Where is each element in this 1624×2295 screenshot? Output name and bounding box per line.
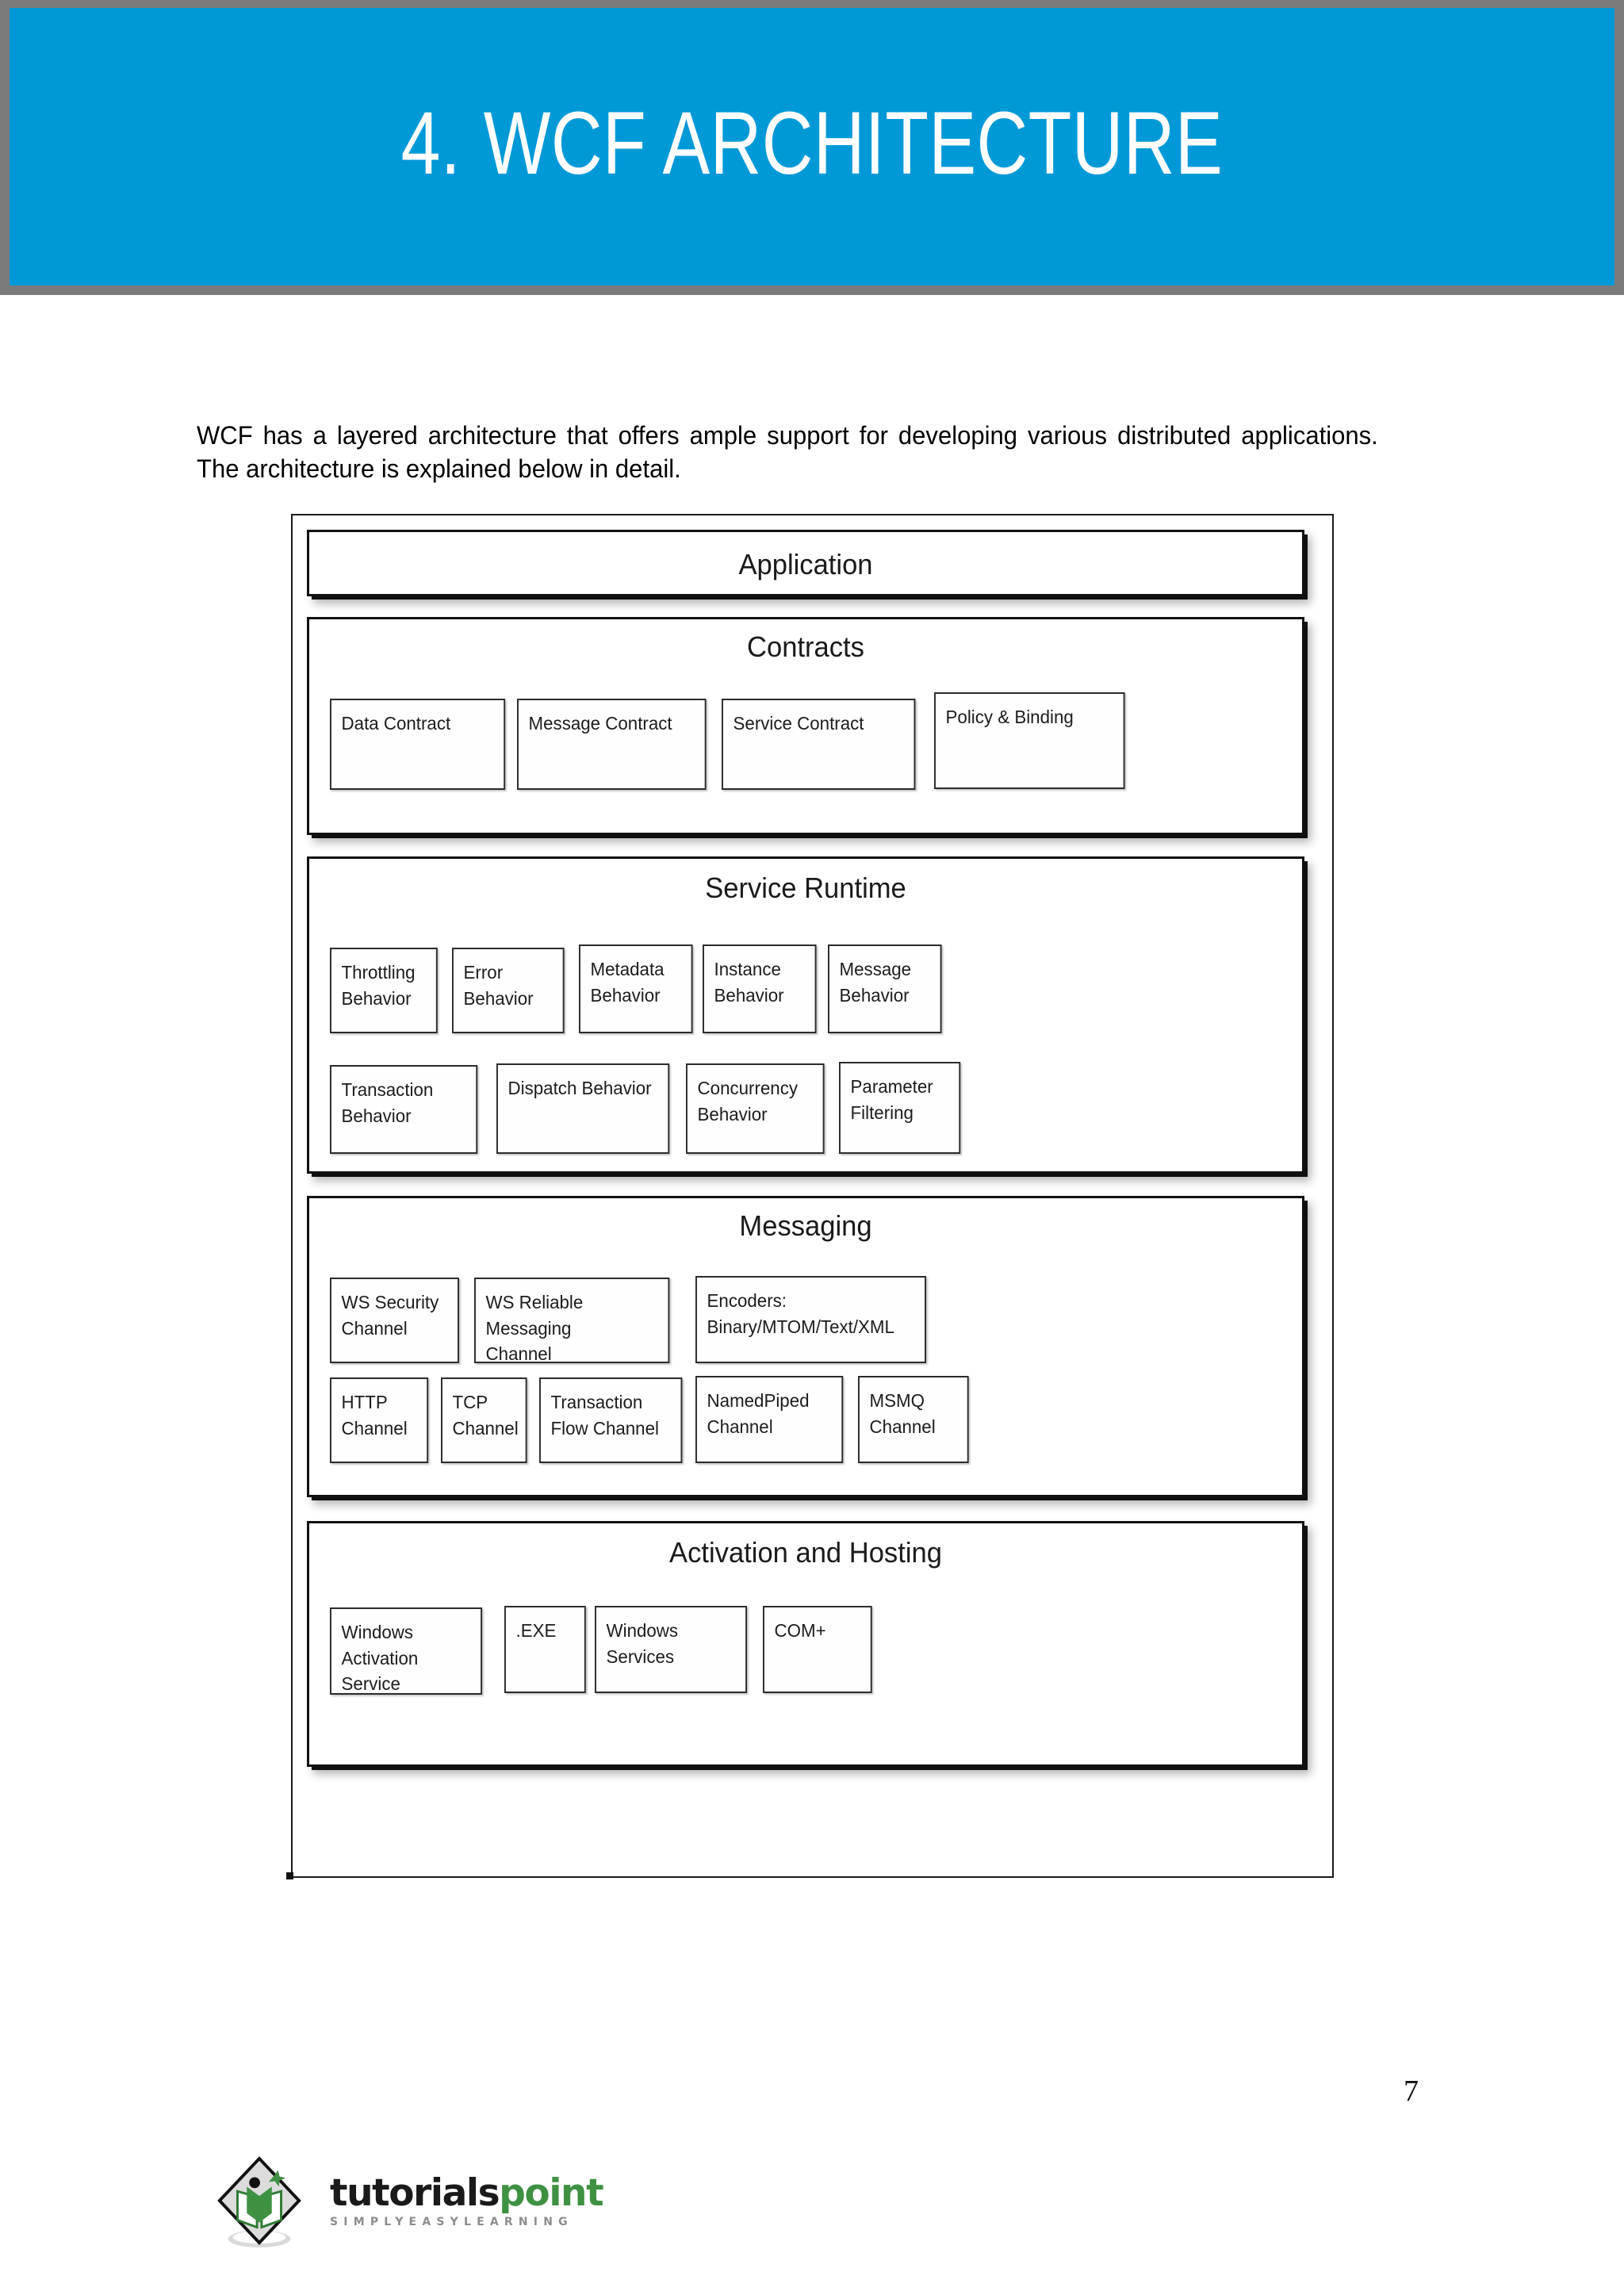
cell-line-1: .EXE <box>515 1620 557 1641</box>
cell-parameter-filtering: Parameter Filtering <box>839 1062 961 1154</box>
cell-line-1: TCP <box>452 1392 488 1412</box>
layer-service-runtime-title: Service Runtime <box>705 872 906 904</box>
cell-line-1: Concurrency <box>697 1078 799 1098</box>
cell-ws-reliable-messaging-channel: WS Reliable Messaging Channel <box>474 1278 670 1364</box>
cell-line-1: Dispatch Behavior <box>508 1078 652 1098</box>
layer-application-title: Application <box>738 548 873 580</box>
layer-contracts: Contracts Data Contract Message Contract… <box>307 617 1304 835</box>
layer-messaging: Messaging WS Security Channel WS Reliabl… <box>307 1196 1304 1497</box>
cell-ws-security-channel: WS Security Channel <box>330 1278 459 1363</box>
cell-instance-behavior: Instance Behavior <box>703 944 817 1033</box>
cell-line-1: Windows Services <box>606 1620 679 1667</box>
cell-line-1: Throttling <box>341 962 416 983</box>
cell-line-1: WS Reliable Messaging <box>485 1292 584 1339</box>
cell-line-1: Policy & Binding <box>945 707 1074 727</box>
diagram-corner-dot <box>286 1872 293 1879</box>
layer-contracts-title: Contracts <box>747 630 864 663</box>
logo-word-green: point <box>499 2171 603 2215</box>
cell-line-2: Flow Channel <box>550 1417 659 1439</box>
cell-concurrency-behavior: Concurrency Behavior <box>686 1063 825 1154</box>
chapter-title: WCF ARCHITECTURE <box>484 94 1224 193</box>
cell-throttling-behavior: Throttling Behavior <box>330 948 438 1033</box>
cell-line-1: MSMQ <box>869 1390 925 1411</box>
cell-policy-and-binding: Policy & Binding <box>934 692 1125 789</box>
cell-line-2: Behavior <box>697 1103 768 1125</box>
cell-line-2: Channel <box>341 1417 408 1439</box>
cell-service-contract: Service Contract <box>722 699 916 790</box>
cell-line-1: Service Contract <box>733 713 864 734</box>
cell-line-1: Encoders: <box>707 1290 787 1311</box>
cell-dispatch-behavior: Dispatch Behavior <box>496 1063 670 1154</box>
cell-line-1: Instance <box>714 959 781 979</box>
cell-line-1: Metadata <box>590 959 665 979</box>
logo-tagline: SIMPLYEASYLEARNING <box>330 2216 573 2228</box>
cell-message-behavior: Message Behavior <box>828 944 942 1033</box>
cell-line-2: Channel <box>869 1416 936 1437</box>
tutorialspoint-logo: tutorialspoint SIMPLYEASYLEARNING <box>213 2155 641 2259</box>
chapter-number: 4. <box>400 94 462 193</box>
cell-line-1: Parameter <box>850 1076 933 1097</box>
cell-error-behavior: Error Behavior <box>452 948 565 1033</box>
layer-messaging-title: Messaging <box>739 1209 872 1242</box>
cell-line-1: HTTP <box>341 1392 388 1412</box>
cell-metadata-behavior: Metadata Behavior <box>579 944 693 1033</box>
logo-word: tutorialspoint <box>330 2171 604 2215</box>
page-title: 4.WCF ARCHITECTURE <box>401 99 1224 188</box>
cell-line-1: Error <box>463 962 504 983</box>
architecture-diagram: Application Contracts Data Contract Mess… <box>291 514 1334 1878</box>
tutorialspoint-logo-mark-icon <box>217 2156 301 2248</box>
cell-line-2: Behavior <box>463 987 534 1009</box>
cell-line-2: Behavior <box>341 1105 412 1126</box>
cell-line-2: Channel <box>707 1416 773 1437</box>
cell-line-2: Channel <box>452 1417 519 1439</box>
cell-windows-activation-service: Windows Activation Service <box>330 1607 483 1695</box>
cell-namedpiped-channel: NamedPiped Channel <box>695 1376 844 1463</box>
cell-encoders: Encoders: Binary/MTOM/Text/XML <box>695 1276 926 1363</box>
cell-line-2: Behavior <box>341 987 412 1009</box>
cell-line-1: Transaction <box>550 1392 643 1412</box>
cell-transaction-flow-channel: Transaction Flow Channel <box>539 1377 683 1463</box>
page-header-banner: 4.WCF ARCHITECTURE <box>0 0 1624 295</box>
cell-message-contract: Message Contract <box>517 699 707 790</box>
cell-tcp-channel: TCP Channel <box>441 1377 527 1463</box>
cell-line-2: Behavior <box>590 984 661 1006</box>
tutorialspoint-wordmark: tutorialspoint SIMPLYEASYLEARNING <box>330 2171 604 2228</box>
cell-line-2: Filtering <box>850 1102 914 1123</box>
layer-activation-and-hosting: Activation and Hosting Windows Activatio… <box>307 1521 1304 1767</box>
cell-transaction-behavior: Transaction Behavior <box>330 1065 478 1154</box>
cell-line-1: Transaction <box>341 1079 434 1100</box>
cell-line-1: NamedPiped <box>707 1390 810 1411</box>
header-blue-band: 4.WCF ARCHITECTURE <box>10 8 1614 285</box>
page-number: 7 <box>1404 2075 1419 2108</box>
logo-word-black: tutorials <box>330 2171 500 2215</box>
cell-line-1: Message <box>839 959 912 979</box>
cell-com-plus: COM+ <box>763 1606 872 1693</box>
layer-activation-and-hosting-title: Activation and Hosting <box>669 1536 942 1569</box>
cell-http-channel: HTTP Channel <box>330 1377 429 1463</box>
cell-line-1: WS Security <box>341 1292 439 1312</box>
cell-line-2: Activation Service <box>341 1647 419 1695</box>
cell-line-1: Windows <box>341 1622 414 1642</box>
layer-application: Application <box>307 530 1304 596</box>
cell-line-1: Message Contract <box>528 713 672 734</box>
cell-line-1: COM+ <box>774 1620 826 1641</box>
cell-line-2: Binary/MTOM/Text/XML <box>707 1316 894 1337</box>
cell-msmq-channel: MSMQ Channel <box>858 1376 969 1463</box>
cell-exe: .EXE <box>504 1606 586 1693</box>
intro-paragraph: WCF has a layered architecture that offe… <box>197 420 1378 483</box>
cell-line-2: Behavior <box>839 984 910 1006</box>
cell-line-1: Data Contract <box>341 713 451 734</box>
cell-line-2: Channel <box>485 1343 552 1365</box>
cell-line-2: Channel <box>341 1317 408 1339</box>
cell-data-contract: Data Contract <box>330 699 506 790</box>
layer-service-runtime: Service Runtime Throttling Behavior Erro… <box>307 856 1304 1174</box>
cell-windows-services: Windows Services <box>595 1606 748 1693</box>
cell-line-2: Behavior <box>714 984 784 1006</box>
